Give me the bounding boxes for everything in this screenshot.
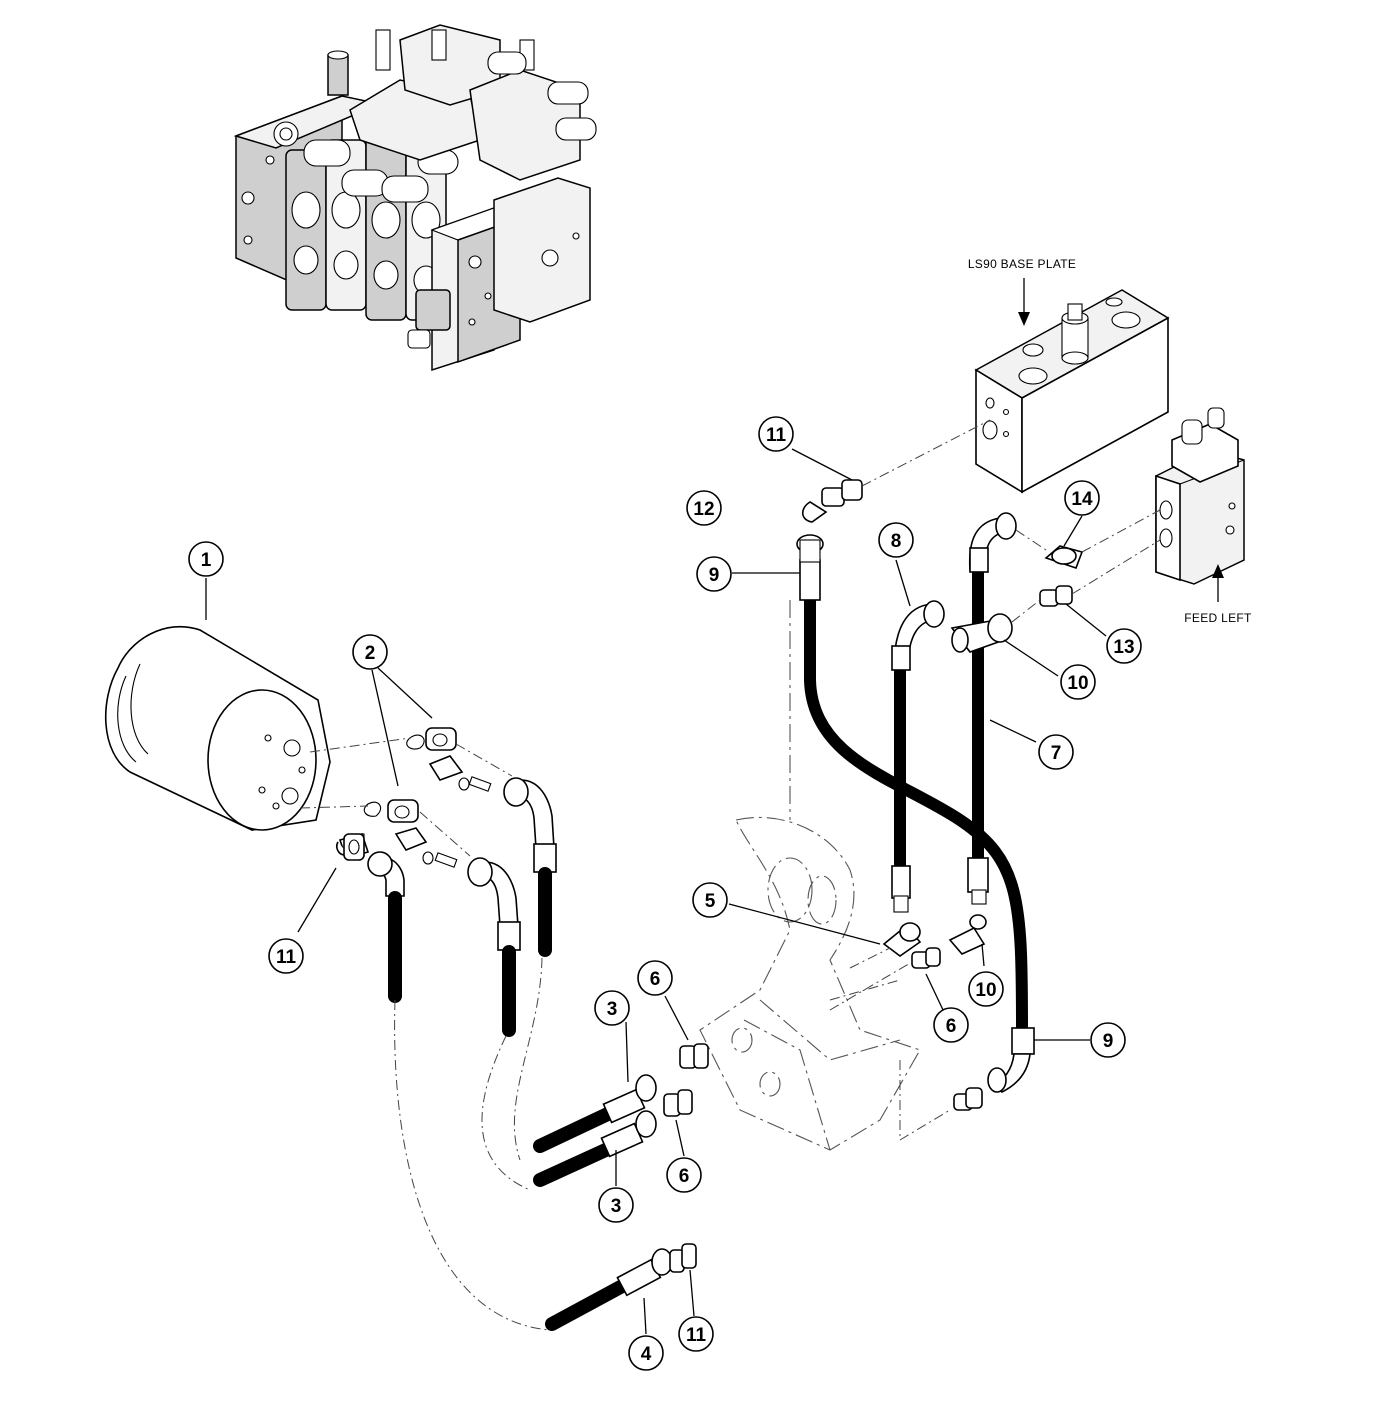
callout-number: 8	[891, 531, 902, 552]
callout-circle	[686, 490, 722, 526]
base-plate-label: LS90 BASE PLATE	[968, 257, 1076, 271]
callout-10: 10	[1060, 664, 1096, 700]
callout-circle	[594, 990, 630, 1026]
callout-circle	[933, 1007, 969, 1043]
callout-circle	[696, 556, 732, 592]
callout-6: 6	[637, 960, 673, 996]
callout-circle	[628, 1335, 664, 1371]
hose-assembly-right	[796, 512, 1035, 1093]
callout-circle	[188, 541, 224, 577]
callout-circle	[758, 416, 794, 452]
callout-number: 5	[705, 891, 716, 912]
callout-number: 9	[1103, 1031, 1114, 1052]
callout-circle	[692, 882, 728, 918]
callout-circle	[666, 1157, 702, 1193]
callout-7: 7	[1038, 734, 1074, 770]
callout-number: 13	[1113, 637, 1134, 658]
valve-bank-assembly	[233, 24, 597, 372]
callout-1: 1	[188, 541, 224, 577]
callout-circle	[968, 971, 1004, 1007]
callout-8: 8	[878, 522, 914, 558]
callout-9: 9	[1090, 1022, 1126, 1058]
callout-number: 12	[693, 499, 714, 520]
callout-number: 1	[201, 550, 212, 571]
callout-number: 9	[709, 565, 720, 586]
callout-circle	[1090, 1022, 1126, 1058]
callout-12: 12	[686, 490, 722, 526]
callout-circle	[678, 1316, 714, 1352]
callout-number: 14	[1071, 489, 1093, 510]
callout-13: 13	[1106, 628, 1142, 664]
callout-5: 5	[692, 882, 728, 918]
callout-circle	[268, 938, 304, 974]
callout-number: 6	[679, 1166, 690, 1187]
callout-6: 6	[933, 1007, 969, 1043]
callout-circle	[637, 960, 673, 996]
callout-11: 11	[268, 938, 304, 974]
callout-2: 2	[352, 634, 388, 670]
callout-circle	[878, 522, 914, 558]
motor	[104, 625, 331, 831]
callout-number: 10	[975, 980, 996, 1001]
feed-left-valve-section: FEED LEFT	[1155, 407, 1252, 625]
callout-circle	[1064, 480, 1100, 516]
phantom-bracket	[699, 600, 951, 1151]
callout-number: 11	[276, 947, 297, 968]
hose-assembly-left	[299, 727, 709, 1331]
callout-11: 11	[678, 1316, 714, 1352]
callout-circle	[598, 1187, 634, 1223]
callout-circle	[1038, 734, 1074, 770]
callout-number: 7	[1051, 743, 1062, 764]
callout-number: 11	[766, 425, 787, 446]
callout-number: 3	[611, 1196, 622, 1217]
callout-number: 3	[607, 999, 618, 1020]
callout-4: 4	[628, 1335, 664, 1371]
callout-circle	[352, 634, 388, 670]
fittings-top	[801, 419, 1161, 1111]
callout-3: 3	[594, 990, 630, 1026]
callout-10: 10	[968, 971, 1004, 1007]
callout-number: 4	[641, 1344, 652, 1365]
callout-number: 6	[650, 969, 661, 990]
callout-number: 2	[365, 643, 376, 664]
callout-14: 14	[1064, 480, 1100, 516]
ls90-base-plate: LS90 BASE PLATE	[968, 257, 1170, 494]
callout-9: 9	[696, 556, 732, 592]
feed-left-label: FEED LEFT	[1184, 611, 1252, 625]
callout-11: 11	[758, 416, 794, 452]
callout-circle	[1060, 664, 1096, 700]
callout-3: 3	[598, 1187, 634, 1223]
callout-number: 10	[1067, 673, 1088, 694]
callout-number: 11	[686, 1325, 707, 1346]
callout-number: 6	[946, 1016, 957, 1037]
callout-circle	[1106, 628, 1142, 664]
callout-6: 6	[666, 1157, 702, 1193]
leader-lines	[205, 448, 1107, 1335]
